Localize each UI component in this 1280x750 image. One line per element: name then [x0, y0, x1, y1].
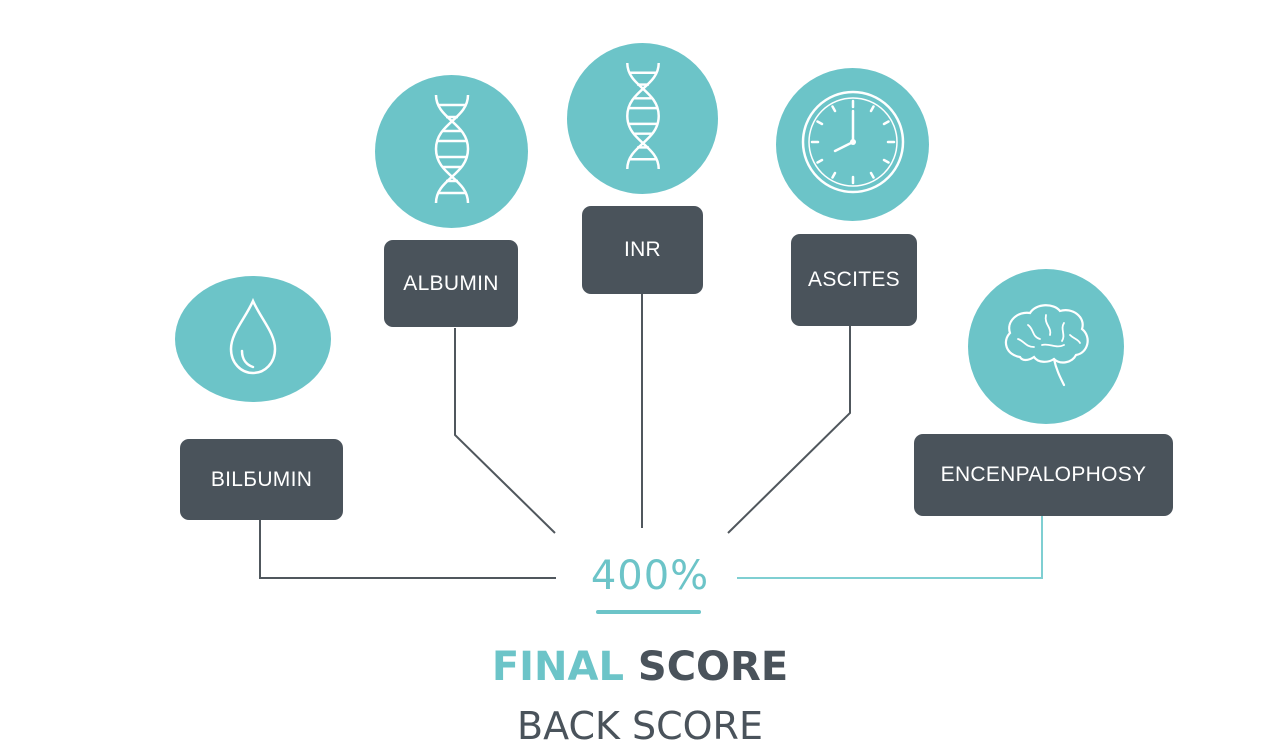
connector-lines: [259, 294, 1043, 579]
label-ascites: ASCITES: [791, 234, 917, 326]
final-score-value: 400%: [590, 553, 710, 599]
bilirubin-circle: [175, 276, 331, 402]
clock-icon: [798, 87, 908, 202]
brain-icon: [998, 299, 1094, 394]
score-underline: [596, 610, 701, 614]
cut-off-text: BACK SCORE: [517, 704, 763, 748]
encephalopathy-circle: [968, 269, 1124, 424]
dna-icon: [621, 61, 665, 176]
inr-circle: [567, 43, 718, 194]
final-score-title: FINAL SCORE: [440, 644, 840, 690]
connector-bilirubin: [259, 518, 556, 579]
connector-ascites: [727, 326, 851, 534]
score-title-word: SCORE: [637, 644, 789, 690]
final-title-word: FINAL: [491, 644, 624, 690]
connector-encephalopathy: [737, 516, 1043, 579]
droplet-icon: [223, 297, 283, 382]
label-albumin: ALBUMIN: [384, 240, 518, 327]
albumin-circle: [375, 75, 528, 228]
label-inr: INR: [582, 206, 703, 294]
diagram: BILБUMIN ALBUMIN INR ASCITES ENCENPALOPH…: [175, 43, 1173, 748]
label-encephalopathy: ENCENPALOPHOSY: [914, 434, 1173, 516]
dna-icon: [430, 93, 474, 210]
connector-albumin: [454, 328, 556, 534]
label-bilirubin: BILБUMIN: [180, 439, 343, 520]
ascites-circle: [776, 68, 929, 221]
